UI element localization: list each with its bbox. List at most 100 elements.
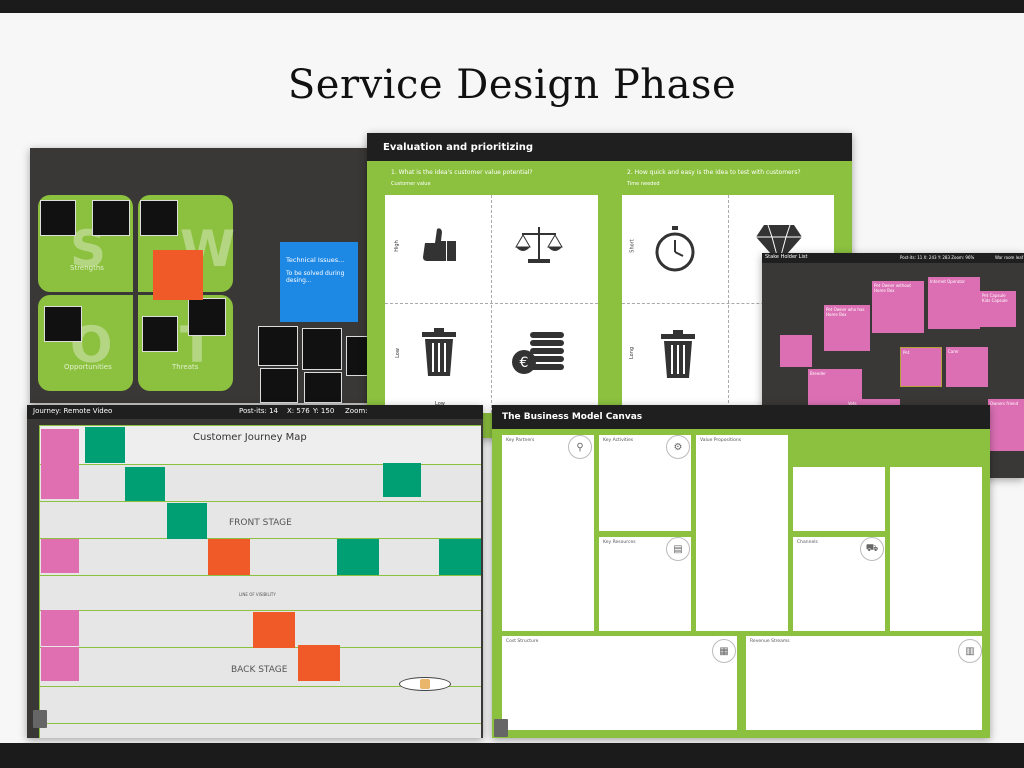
- threats-label: Threats: [172, 363, 199, 371]
- pink-note[interactable]: Carer: [946, 347, 988, 387]
- truck-icon: ⛟: [860, 537, 884, 561]
- high-label: High: [393, 240, 400, 252]
- journey-note[interactable]: [41, 429, 79, 465]
- pink-note[interactable]: Internet Operator: [928, 277, 980, 329]
- customer-segments-cell[interactable]: [890, 467, 982, 631]
- evaluation-title: Evaluation and prioritizing: [383, 142, 534, 153]
- journey-note[interactable]: [208, 539, 250, 575]
- black-note[interactable]: [40, 200, 76, 236]
- orange-note[interactable]: [153, 250, 203, 300]
- journey-note[interactable]: [298, 645, 340, 681]
- trash-icon[interactable]: [494, 719, 508, 737]
- pink-note[interactable]: [780, 335, 812, 367]
- journey-title: Journey: Remote Video: [33, 407, 113, 415]
- black-note[interactable]: [44, 306, 82, 342]
- trash-can-icon: [417, 327, 461, 379]
- trash-can-icon: [656, 329, 700, 381]
- front-stage-label: FRONT STAGE: [229, 518, 292, 528]
- journey-postits: Post-its: 14: [239, 407, 278, 415]
- swot-screenshot: S W O T Strengths Opportunities Threats …: [30, 148, 380, 403]
- scale-icon: [513, 221, 565, 269]
- svg-text:€: €: [520, 355, 529, 371]
- business-model-canvas-screenshot: The Business Model Canvas Key Partners ⚲…: [492, 405, 990, 738]
- time-needed-axis: Time needed: [627, 181, 660, 187]
- black-note[interactable]: [142, 316, 178, 352]
- pink-note[interactable]: Pet Capsule Kids Capsule: [980, 291, 1016, 327]
- stakeholder-stats: Post-its: 11 X: 243 Y: 283 Zoom: 96%: [900, 255, 975, 260]
- journey-note[interactable]: [253, 612, 295, 648]
- trash-icon[interactable]: [33, 710, 47, 728]
- customer-journey-map-title: Customer Journey Map: [193, 432, 307, 443]
- cash-register-icon: ▥: [958, 639, 982, 663]
- journey-note[interactable]: [383, 463, 421, 497]
- revenue-streams-label: Revenue Streams: [750, 639, 790, 644]
- short-label: Short: [629, 239, 636, 253]
- customer-relationships-cell[interactable]: [793, 467, 885, 531]
- black-note[interactable]: [260, 368, 298, 403]
- journey-x: X: 576: [287, 407, 310, 415]
- strengths-label: Strengths: [70, 264, 104, 272]
- black-note[interactable]: [140, 200, 178, 236]
- black-note[interactable]: [92, 200, 130, 236]
- face-emoji-icon: [399, 677, 451, 691]
- journey-note[interactable]: [167, 503, 207, 539]
- journey-band: [39, 686, 481, 723]
- stakeholder-title: Stake Holder List: [765, 254, 808, 260]
- bmc-title: The Business Model Canvas: [502, 412, 643, 422]
- key-partners-label: Key Partners: [506, 438, 535, 443]
- question-1: 1. What is the idea's customer value pot…: [391, 169, 533, 176]
- journey-note[interactable]: [125, 467, 165, 501]
- value-propositions-label: Value Propositions: [700, 438, 742, 443]
- black-note[interactable]: [302, 328, 342, 370]
- journey-band: [39, 538, 481, 575]
- journey-band: [39, 723, 481, 738]
- journey-note[interactable]: [41, 539, 79, 573]
- pink-note[interactable]: Owners friend: [988, 399, 1024, 451]
- pink-note[interactable]: Pet Owner without Home Box: [872, 281, 924, 333]
- top-bar: [0, 0, 1024, 13]
- gears-icon: ⚙: [666, 435, 690, 459]
- id-card-icon: ▤: [666, 537, 690, 561]
- cost-structure-label: Cost Structure: [506, 639, 539, 644]
- journey-band: [39, 575, 481, 610]
- customer-value-axis: Customer value: [391, 181, 431, 187]
- journey-zoom: Zoom:: [345, 407, 368, 415]
- low-bottom-label: Low: [435, 401, 445, 407]
- evaluation-header: Evaluation and prioritizing: [367, 133, 852, 161]
- journey-note[interactable]: [41, 465, 79, 499]
- pink-note[interactable]: Pet: [900, 347, 942, 387]
- journey-note[interactable]: [41, 647, 79, 681]
- black-note[interactable]: [258, 326, 298, 366]
- channels-label: Channels: [797, 540, 818, 545]
- low-label: Low: [394, 348, 401, 358]
- calculator-icon: ▦: [712, 639, 736, 663]
- stakeholder-header: Stake Holder List Post-its: 11 X: 243 Y:…: [762, 253, 1024, 263]
- key-partners-cell[interactable]: Key Partners: [502, 435, 594, 631]
- black-note[interactable]: [304, 372, 342, 403]
- journey-y: Y: 150: [313, 407, 335, 415]
- stakeholder-room: War room leaf: [995, 255, 1024, 260]
- cost-structure-cell[interactable]: Cost Structure: [502, 636, 737, 730]
- link-icon: ⚲: [568, 435, 592, 459]
- technical-issues-note[interactable]: Technical Issues... To be solved during …: [280, 242, 358, 322]
- journey-header: Journey: Remote Video Post-its: 14 X: 57…: [27, 405, 483, 419]
- black-note[interactable]: [188, 298, 226, 336]
- journey-note[interactable]: [439, 539, 481, 575]
- value-propositions-cell[interactable]: Value Propositions: [696, 435, 788, 631]
- journey-note[interactable]: [85, 427, 125, 463]
- revenue-streams-cell[interactable]: Revenue Streams: [746, 636, 982, 730]
- key-activities-label: Key Activities: [603, 438, 634, 443]
- tech-note-title: Technical Issues...: [286, 256, 345, 264]
- slide-title: Service Design Phase: [287, 62, 737, 108]
- question-2: 2. How quick and easy is the idea to tes…: [627, 169, 801, 176]
- tech-note-body: To be solved during desing...: [286, 270, 345, 284]
- stopwatch-icon: [652, 225, 698, 273]
- bottom-bar: [0, 743, 1024, 768]
- pink-note[interactable]: Pet Owner who has Home Box: [824, 305, 870, 351]
- journey-note[interactable]: [41, 610, 79, 646]
- back-stage-label: BACK STAGE: [231, 665, 288, 675]
- thumbs-up-icon: [415, 221, 463, 269]
- long-label: Long: [629, 346, 636, 360]
- line-of-visibility-label: LINE OF VISIBILITY: [239, 592, 276, 597]
- journey-note[interactable]: [337, 539, 379, 575]
